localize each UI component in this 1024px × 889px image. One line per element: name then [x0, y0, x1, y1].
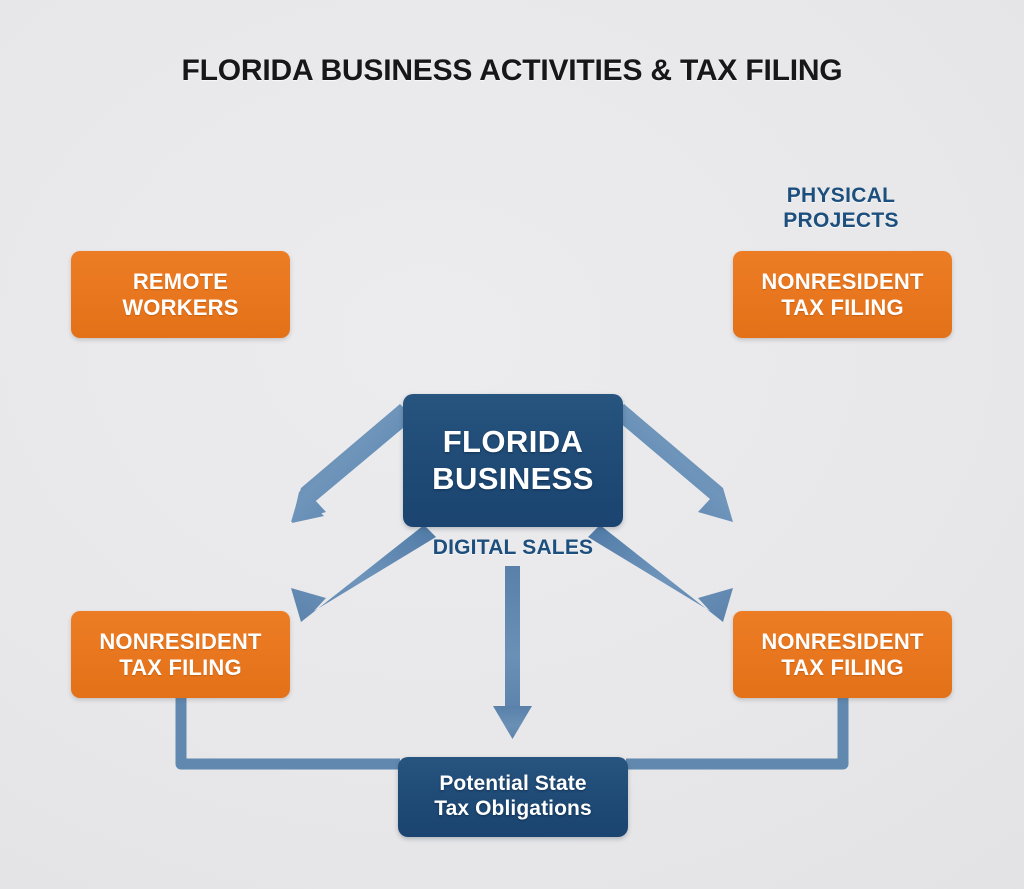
node-digital-sales-nonresident-tax-filing[interactable]: NONRESIDENT TAX FILING [71, 611, 290, 698]
node-remote-workers-label: REMOTE WORKERS [122, 268, 239, 320]
node-florida-business-label: FLORIDA BUSINESS [432, 423, 594, 496]
node-right-nonresident-tax-filing-label: NONRESIDENT TAX FILING [761, 628, 924, 680]
node-remote-workers[interactable]: REMOTE WORKERS [71, 251, 290, 338]
arrow-center-to-right-filing [588, 525, 733, 622]
node-physical-projects-nonresident-tax-filing[interactable]: NONRESIDENT TAX FILING [733, 251, 952, 338]
node-physical-projects-nonresident-tax-filing-label: NONRESIDENT TAX FILING [761, 268, 924, 320]
elbow-left-filing-to-outcome [175, 698, 400, 770]
arrow-center-to-physical-projects-filing [612, 404, 733, 522]
edge-label-physical-projects: PHYSICAL PROJECTS [783, 184, 899, 233]
diagram-title: FLORIDA BUSINESS ACTIVITIES & TAX FILING [181, 54, 843, 87]
node-digital-sales-nonresident-tax-filing-label: NONRESIDENT TAX FILING [99, 628, 262, 680]
elbow-right-filing-to-outcome [626, 698, 849, 770]
node-potential-state-tax-obligations-label: Potential State Tax Obligations [434, 772, 592, 820]
node-right-nonresident-tax-filing[interactable]: NONRESIDENT TAX FILING [733, 611, 952, 698]
node-potential-state-tax-obligations[interactable]: Potential State Tax Obligations [398, 757, 628, 837]
arrow-center-to-remote-workers [291, 404, 412, 523]
arrow-center-to-outcome [493, 566, 532, 739]
node-florida-business[interactable]: FLORIDA BUSINESS [403, 394, 623, 527]
edge-label-digital-sales: DIGITAL SALES [432, 536, 594, 559]
arrow-center-to-digital-filing [291, 525, 436, 622]
